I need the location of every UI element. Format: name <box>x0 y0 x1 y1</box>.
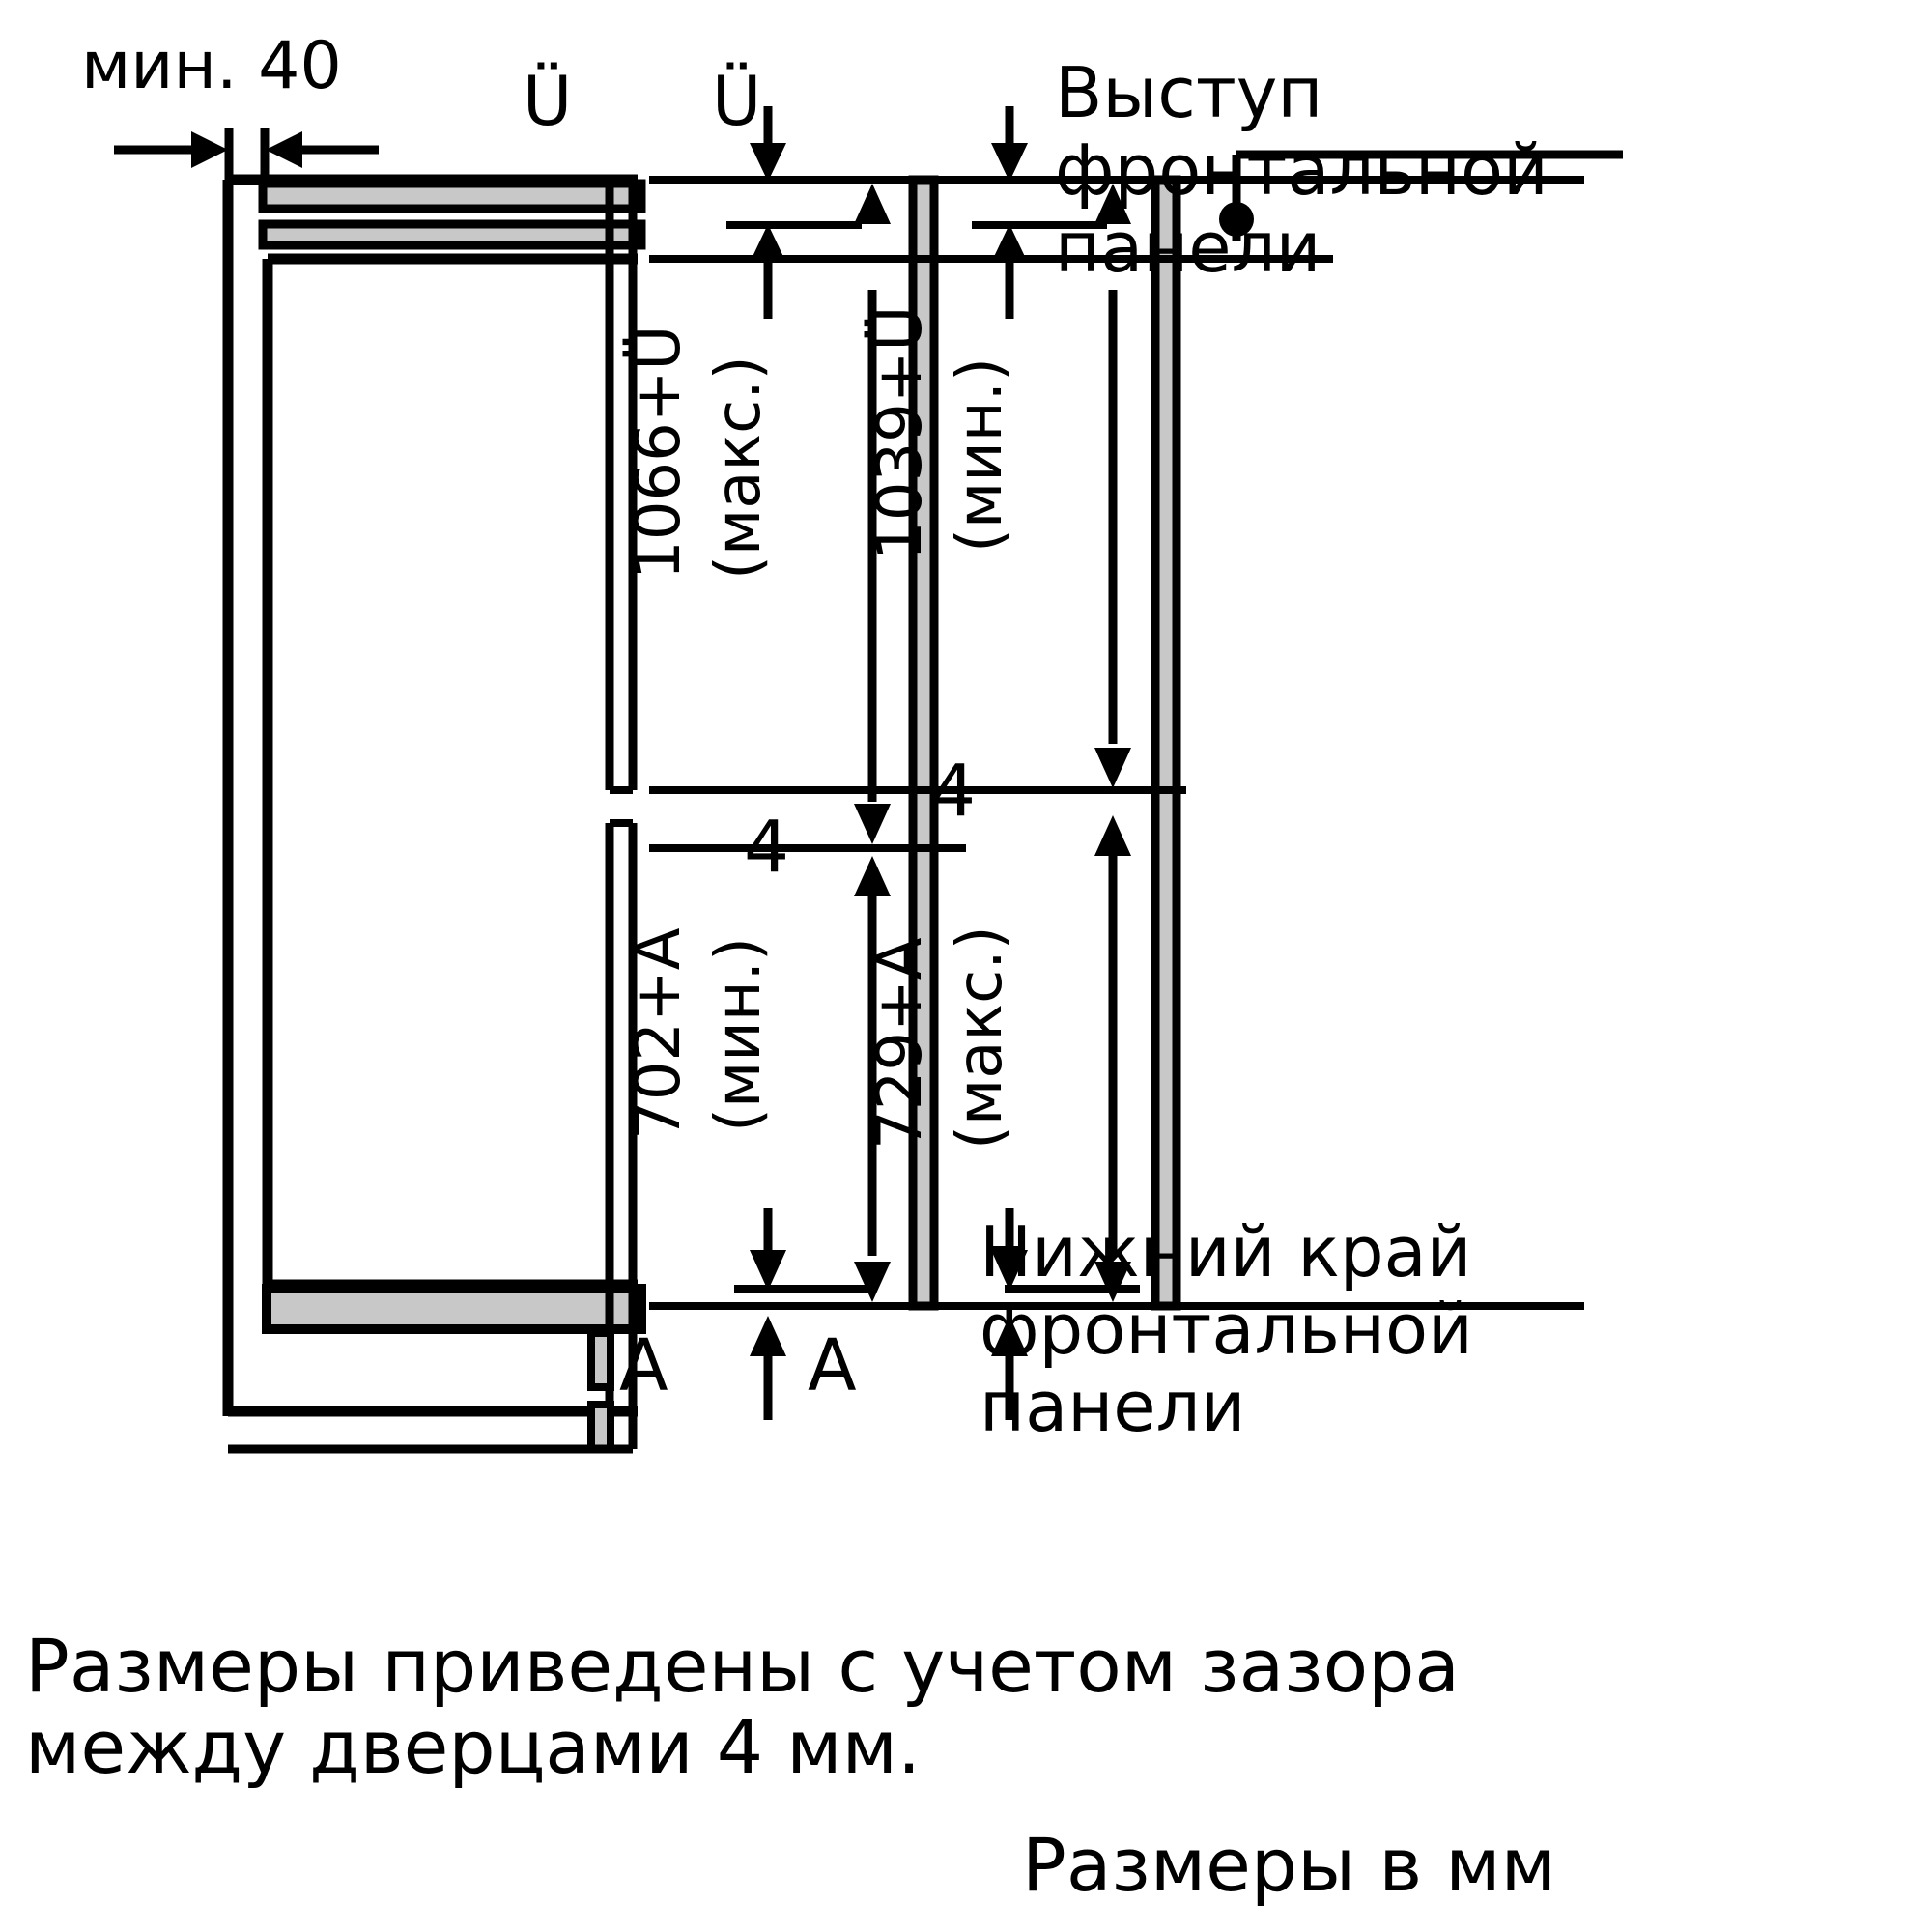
min-40-label: мин. 40 <box>81 28 342 104</box>
dimension-lower-left-value: 702+A <box>623 927 695 1140</box>
overhang-label-left: Ü <box>523 62 573 141</box>
dimension-lower-right-qualifier: (макс.) <box>945 925 1016 1150</box>
cabinet-outline <box>222 174 638 1417</box>
dimension-upper-right-qualifier: (мин.) <box>945 357 1016 553</box>
dimension-lower-right-value: 729+A <box>865 937 936 1150</box>
gap-label-left: 4 <box>744 806 790 889</box>
bottom-gap-arrow-right <box>991 1316 1028 1420</box>
callout-front-panel-projection-line2: фронтальной <box>1055 129 1548 211</box>
dimension-lower-right-arrows <box>991 815 1131 1302</box>
dimension-upper-left-value: 1066+Ü <box>623 325 695 580</box>
footnote-line-2: между дверцами 4 мм. <box>25 1704 922 1790</box>
units-caption: Размеры в мм <box>1022 1822 1556 1908</box>
min40-dimension <box>114 128 379 184</box>
cabinet-interior-cavity <box>262 253 638 1291</box>
overhang-arrow-right <box>991 106 1028 182</box>
cabinet-bottom-panel <box>262 1284 646 1334</box>
callout-front-panel-bottom-line2: фронтальной <box>980 1289 1473 1370</box>
bottom-gap-label-right: A <box>808 1324 857 1407</box>
bottom-gap-arrow-left <box>750 1316 786 1420</box>
dimension-lower-left-arrows <box>750 856 891 1302</box>
callout-front-panel-projection-line3: панели <box>1055 207 1321 288</box>
dimension-upper-right-arrows <box>991 184 1131 788</box>
callout-front-panel-projection-line1: Выступ <box>1055 52 1323 133</box>
footnote-line-1: Размеры приведены с учетом зазора <box>25 1623 1460 1709</box>
overhang-label-right: Ü <box>712 62 762 141</box>
cabinet-top-panel <box>258 179 646 250</box>
dimension-upper-right-value: 1039+Ü <box>865 305 936 560</box>
bottom-gap-label-left: A <box>619 1324 668 1407</box>
gap-label-right: 4 <box>930 750 977 833</box>
dimension-lower-left-qualifier: (мин.) <box>703 937 775 1132</box>
leader-front-panel-projection <box>1219 150 1623 242</box>
callout-front-panel-bottom-line1: Нижний край <box>980 1211 1472 1293</box>
cabinet-foot-brackets <box>228 1329 638 1454</box>
dimension-upper-left-qualifier: (макс.) <box>703 355 775 580</box>
callout-front-panel-bottom-line3: панели <box>980 1366 1246 1447</box>
overhang-arrow-left <box>750 106 786 182</box>
dimension-upper-left-arrows <box>750 184 891 844</box>
cabinet-right-edge <box>605 180 638 1416</box>
